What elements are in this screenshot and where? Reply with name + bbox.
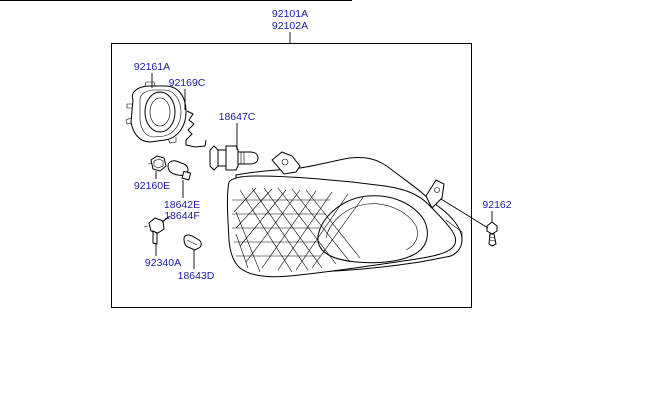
- small-bulb-drawing: [167, 160, 192, 181]
- wedge-bulb-drawing: [183, 234, 202, 251]
- assembly-label-2[interactable]: 92102A: [272, 20, 308, 32]
- spring-clip-drawing: [185, 110, 207, 148]
- socket-cover-drawing: [125, 81, 187, 144]
- label-18643D[interactable]: 18643D: [178, 270, 215, 282]
- leader-92162-to-housing: [440, 198, 489, 229]
- wedge-socket-drawing: [143, 217, 165, 245]
- headlamp-body-drawing: [226, 151, 463, 278]
- main-bulb-drawing: [209, 145, 259, 171]
- label-18644F[interactable]: 18644F: [164, 210, 200, 222]
- label-92161A[interactable]: 92161A: [134, 61, 170, 73]
- label-92160E[interactable]: 92160E: [134, 180, 170, 192]
- label-92162[interactable]: 92162: [482, 199, 511, 211]
- label-18647C[interactable]: 18647C: [219, 111, 256, 123]
- label-92340A[interactable]: 92340A: [145, 257, 181, 269]
- leader-18644F: [161, 215, 171, 223]
- small-socket-drawing: [147, 155, 167, 172]
- label-18642E[interactable]: 18642E: [164, 199, 200, 211]
- assembly-label-1[interactable]: 92101A: [272, 8, 308, 20]
- screw-drawing: [486, 221, 498, 247]
- label-92169C[interactable]: 92169C: [169, 77, 206, 89]
- assembly-frame: [111, 43, 472, 308]
